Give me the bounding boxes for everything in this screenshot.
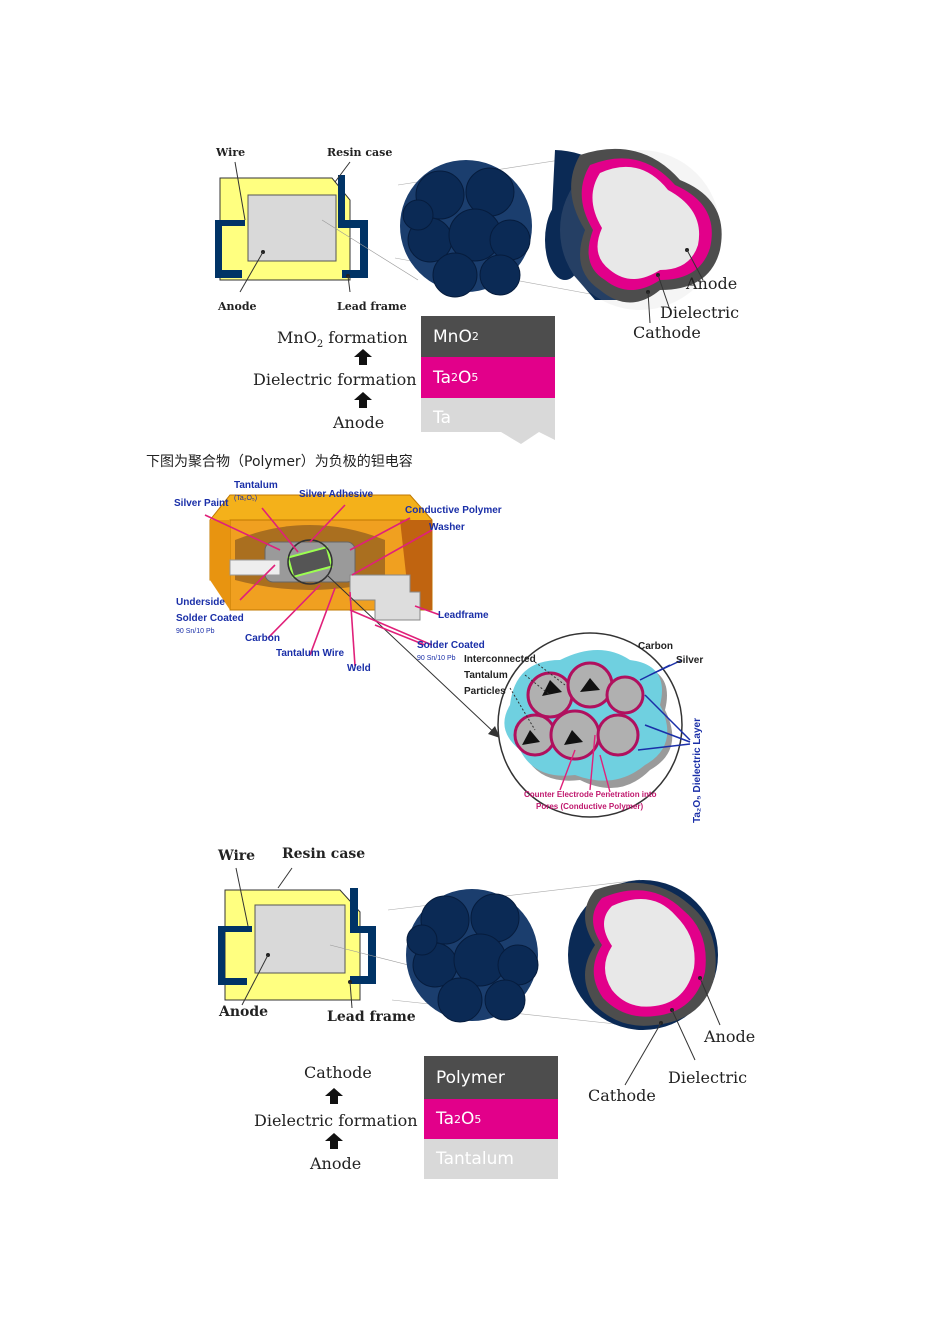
zoom-anode-core [604, 898, 695, 1007]
label-zoom-anode: Anode [686, 274, 738, 293]
label-tantalum-wire: Tantalum Wire [276, 648, 345, 659]
label-sn-pb-1: 90 Sn/10 Pb [176, 628, 215, 635]
layer-ta-shape [421, 398, 555, 444]
arrow-up-icon [354, 349, 372, 365]
label-underside: Underside [176, 597, 225, 608]
figure-1-diagram [215, 148, 722, 324]
label-weld: Weld [347, 663, 371, 674]
label-zoom-cathode: Cathode [633, 323, 701, 342]
label-leadframe: Leadframe [438, 610, 489, 621]
label-wire: Wire [216, 146, 246, 159]
label-carbon: Carbon [245, 633, 280, 644]
layer-tantalum: Tantalum [424, 1139, 558, 1179]
label-sn-pb-2: 90 Sn/10 Pb [417, 655, 456, 662]
arrow-up-icon [354, 392, 372, 408]
anode-block [247, 194, 337, 262]
label-tantalum-2: Tantalum [464, 670, 508, 681]
right-leadframe [349, 574, 421, 621]
label-carbon-2: Carbon [638, 641, 673, 652]
right-lead-frame [350, 888, 376, 984]
right-lead-frame [338, 175, 368, 278]
label-interconnected: Interconnected [464, 654, 536, 665]
label-silver-adhesive: Silver Adhesive [299, 489, 374, 500]
label-resin-case: Resin case [327, 146, 393, 159]
label-silver: Silver [676, 655, 704, 666]
label-counter-electrode-2: Pores (Conductive Polymer) [536, 802, 644, 811]
arrow-up-icon [325, 1088, 343, 1104]
process-step-anode: Anode [333, 413, 385, 432]
layer-ta: Ta [433, 408, 451, 428]
left-lead-frame [218, 926, 252, 985]
label-zoom-cathode: Cathode [588, 1086, 656, 1105]
label-counter-electrode-1: Counter Electrode Penetration into [524, 790, 657, 799]
label-zoom-anode: Anode [704, 1027, 756, 1046]
anode-block [254, 904, 346, 974]
process-step-cathode: Cathode [304, 1063, 372, 1082]
label-zoom-dielectric: Dielectric [668, 1068, 748, 1087]
label-resin-case: Resin case [282, 846, 366, 862]
label-particles: Particles [464, 686, 506, 697]
zoom-anode-core [592, 166, 700, 279]
figure-2-diagram [204, 494, 691, 818]
label-wire: Wire [218, 848, 256, 864]
label-zoom-dielectric: Dielectric [660, 303, 740, 322]
arrow-up-icon [325, 1133, 343, 1149]
left-lead-frame [215, 220, 245, 278]
label-conductive-polymer: Conductive Polymer [405, 505, 502, 516]
process-step-anode: Anode [310, 1154, 362, 1173]
label-solder-coated-2: Solder Coated [417, 640, 485, 651]
process-step-dielectric-formation: Dielectric formation [253, 370, 417, 389]
label-solder-coated: Solder Coated [176, 613, 244, 624]
label-silver-paint: Silver Paint [174, 498, 229, 509]
label-dielectric-layer: Ta₂O₅ Dielectric Layer [692, 718, 703, 823]
process-step-mno2-formation: MnO2 formation [277, 328, 408, 351]
caption-polymer-tantalum: 下图为聚合物（Polymer）为负极的钽电容 [146, 454, 413, 470]
process-step-dielectric-formation: Dielectric formation [254, 1111, 418, 1130]
label-ta2o5: (Ta₂O₅) [234, 495, 258, 502]
label-lead-frame: Lead frame [327, 1009, 416, 1025]
label-anode: Anode [218, 300, 257, 313]
label-lead-frame: Lead frame [337, 300, 407, 313]
label-washer: Washer [429, 522, 465, 533]
label-anode: Anode [219, 1004, 269, 1020]
figure-3-diagram [218, 867, 721, 1086]
layer-polymer: Polymer [424, 1056, 558, 1099]
label-tantalum: Tantalum [234, 480, 278, 491]
